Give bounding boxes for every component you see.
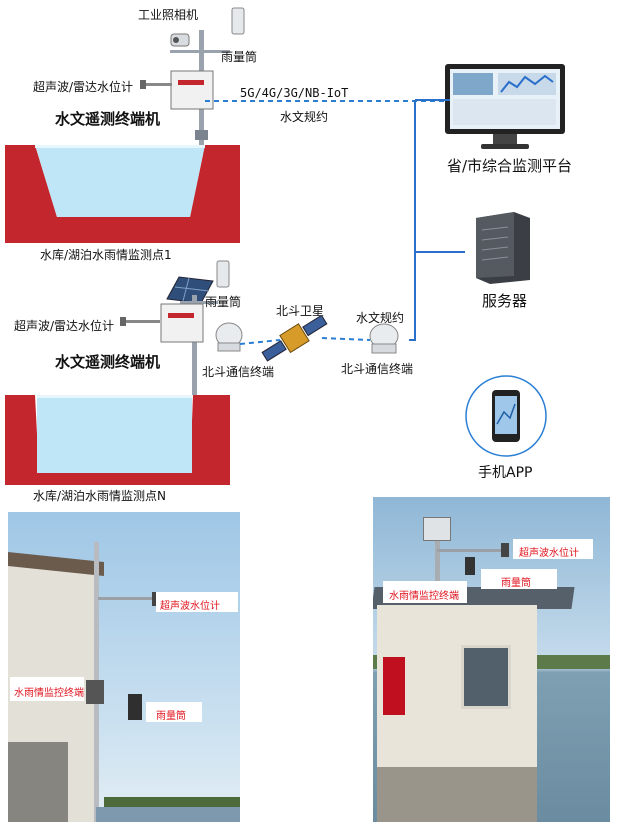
server-icon: [476, 212, 530, 284]
photo-1-rain-label: 雨量筒: [156, 711, 186, 722]
rain-gauge-icon: [231, 7, 245, 35]
reservoir-n: [5, 395, 230, 485]
rain-gauge-label: 雨量筒: [221, 50, 258, 64]
photo-1: 超声波水位计 水雨情监控终端 雨量筒: [8, 512, 240, 822]
rain-gauge-n-icon: [216, 260, 230, 288]
beidou-terminal-label: 北斗通信终端: [202, 365, 275, 379]
app-label: 手机APP: [478, 465, 533, 481]
photo-2: 超声波水位计 雨量筒 水雨情监控终端: [373, 497, 610, 822]
photo-1-level-label: 超声波水位计: [160, 601, 220, 612]
terminal-n-label: 水文遥测终端机: [55, 353, 161, 371]
arm-2: [437, 549, 507, 552]
door-sign-2: [383, 657, 405, 715]
satellite-icon: [261, 316, 328, 362]
label-bg-2c: [383, 581, 467, 603]
photo-2-rain-label: 雨量筒: [501, 578, 531, 589]
rain-gauge-photo-2: [465, 557, 475, 575]
rain-gauge-n-label: 雨量筒: [205, 295, 242, 309]
satellite-label: 北斗卫星: [276, 304, 325, 318]
site-n-diagram: 雨量筒 超声波/雷达水位计 水文遥测终端机 北斗通信终端 水库/湖泊水雨情监测点…: [0, 255, 440, 505]
water-1: [96, 807, 240, 822]
photo-1-controller-label: 水雨情监控终端: [14, 688, 84, 699]
label-bg-2b: [481, 569, 557, 589]
arm-1: [98, 597, 156, 600]
beidou-terminal-2-icon: [369, 323, 399, 354]
platform-label: 省/市综合监测平台: [447, 157, 573, 175]
beidou-link: [240, 337, 371, 345]
phone-app-icon: [465, 375, 547, 457]
window-2: [461, 645, 511, 709]
photo-2-controller-label: 水雨情监控终端: [389, 591, 459, 602]
camera-label: 工业照相机: [138, 8, 199, 22]
backbone-line: [409, 99, 465, 341]
protocol-label-n: 水文规约: [356, 311, 405, 325]
camera-icon: [170, 33, 190, 47]
level-meter-n-label: 超声波/雷达水位计: [14, 319, 115, 333]
pole-2: [435, 527, 440, 617]
rain-gauge-photo-1: [128, 694, 142, 720]
wall-shadow-1: [8, 742, 68, 822]
site-n-pole: [180, 295, 218, 395]
photo-2-level-label: 超声波水位计: [519, 548, 579, 559]
protocol-label-1: 水文规约: [280, 110, 329, 124]
reservoir-1: [5, 145, 240, 243]
label-bg-1a: [156, 592, 238, 612]
terminal-label: 水文遥测终端机: [55, 110, 161, 128]
terminal-box-n-icon: [160, 303, 204, 343]
solar-panel-photo-2: [423, 517, 451, 541]
controller-box-photo-1: [86, 680, 104, 704]
link-label: 5G/4G/3G/NB-IoT: [240, 86, 349, 100]
terminal-box-icon: [170, 70, 214, 110]
level-meter-label: 超声波/雷达水位计: [33, 80, 134, 94]
label-bg-1c: [146, 702, 202, 722]
foundation-2: [377, 767, 537, 822]
label-bg-1b: [10, 677, 84, 701]
monitor-icon: [445, 64, 565, 149]
server-label: 服务器: [482, 292, 528, 310]
label-bg-2a: [513, 539, 593, 559]
level-sensor-icon: [140, 80, 172, 89]
beidou-terminal-2-label: 北斗通信终端: [341, 362, 414, 376]
site-n-label: 水库/湖泊水雨情监测点N: [33, 489, 167, 503]
beidou-terminal-icon: [215, 322, 243, 352]
level-sensor-n-icon: [120, 317, 160, 326]
site-1-diagram: 工业照相机 雨量筒 超声波/雷达水位计 水文遥测终端机 水库/湖泊水雨情监测点1: [0, 0, 620, 262]
link-site1: [205, 100, 445, 102]
level-sensor-photo-2: [501, 543, 509, 557]
site-1-label: 水库/湖泊水雨情监测点1: [40, 248, 172, 262]
